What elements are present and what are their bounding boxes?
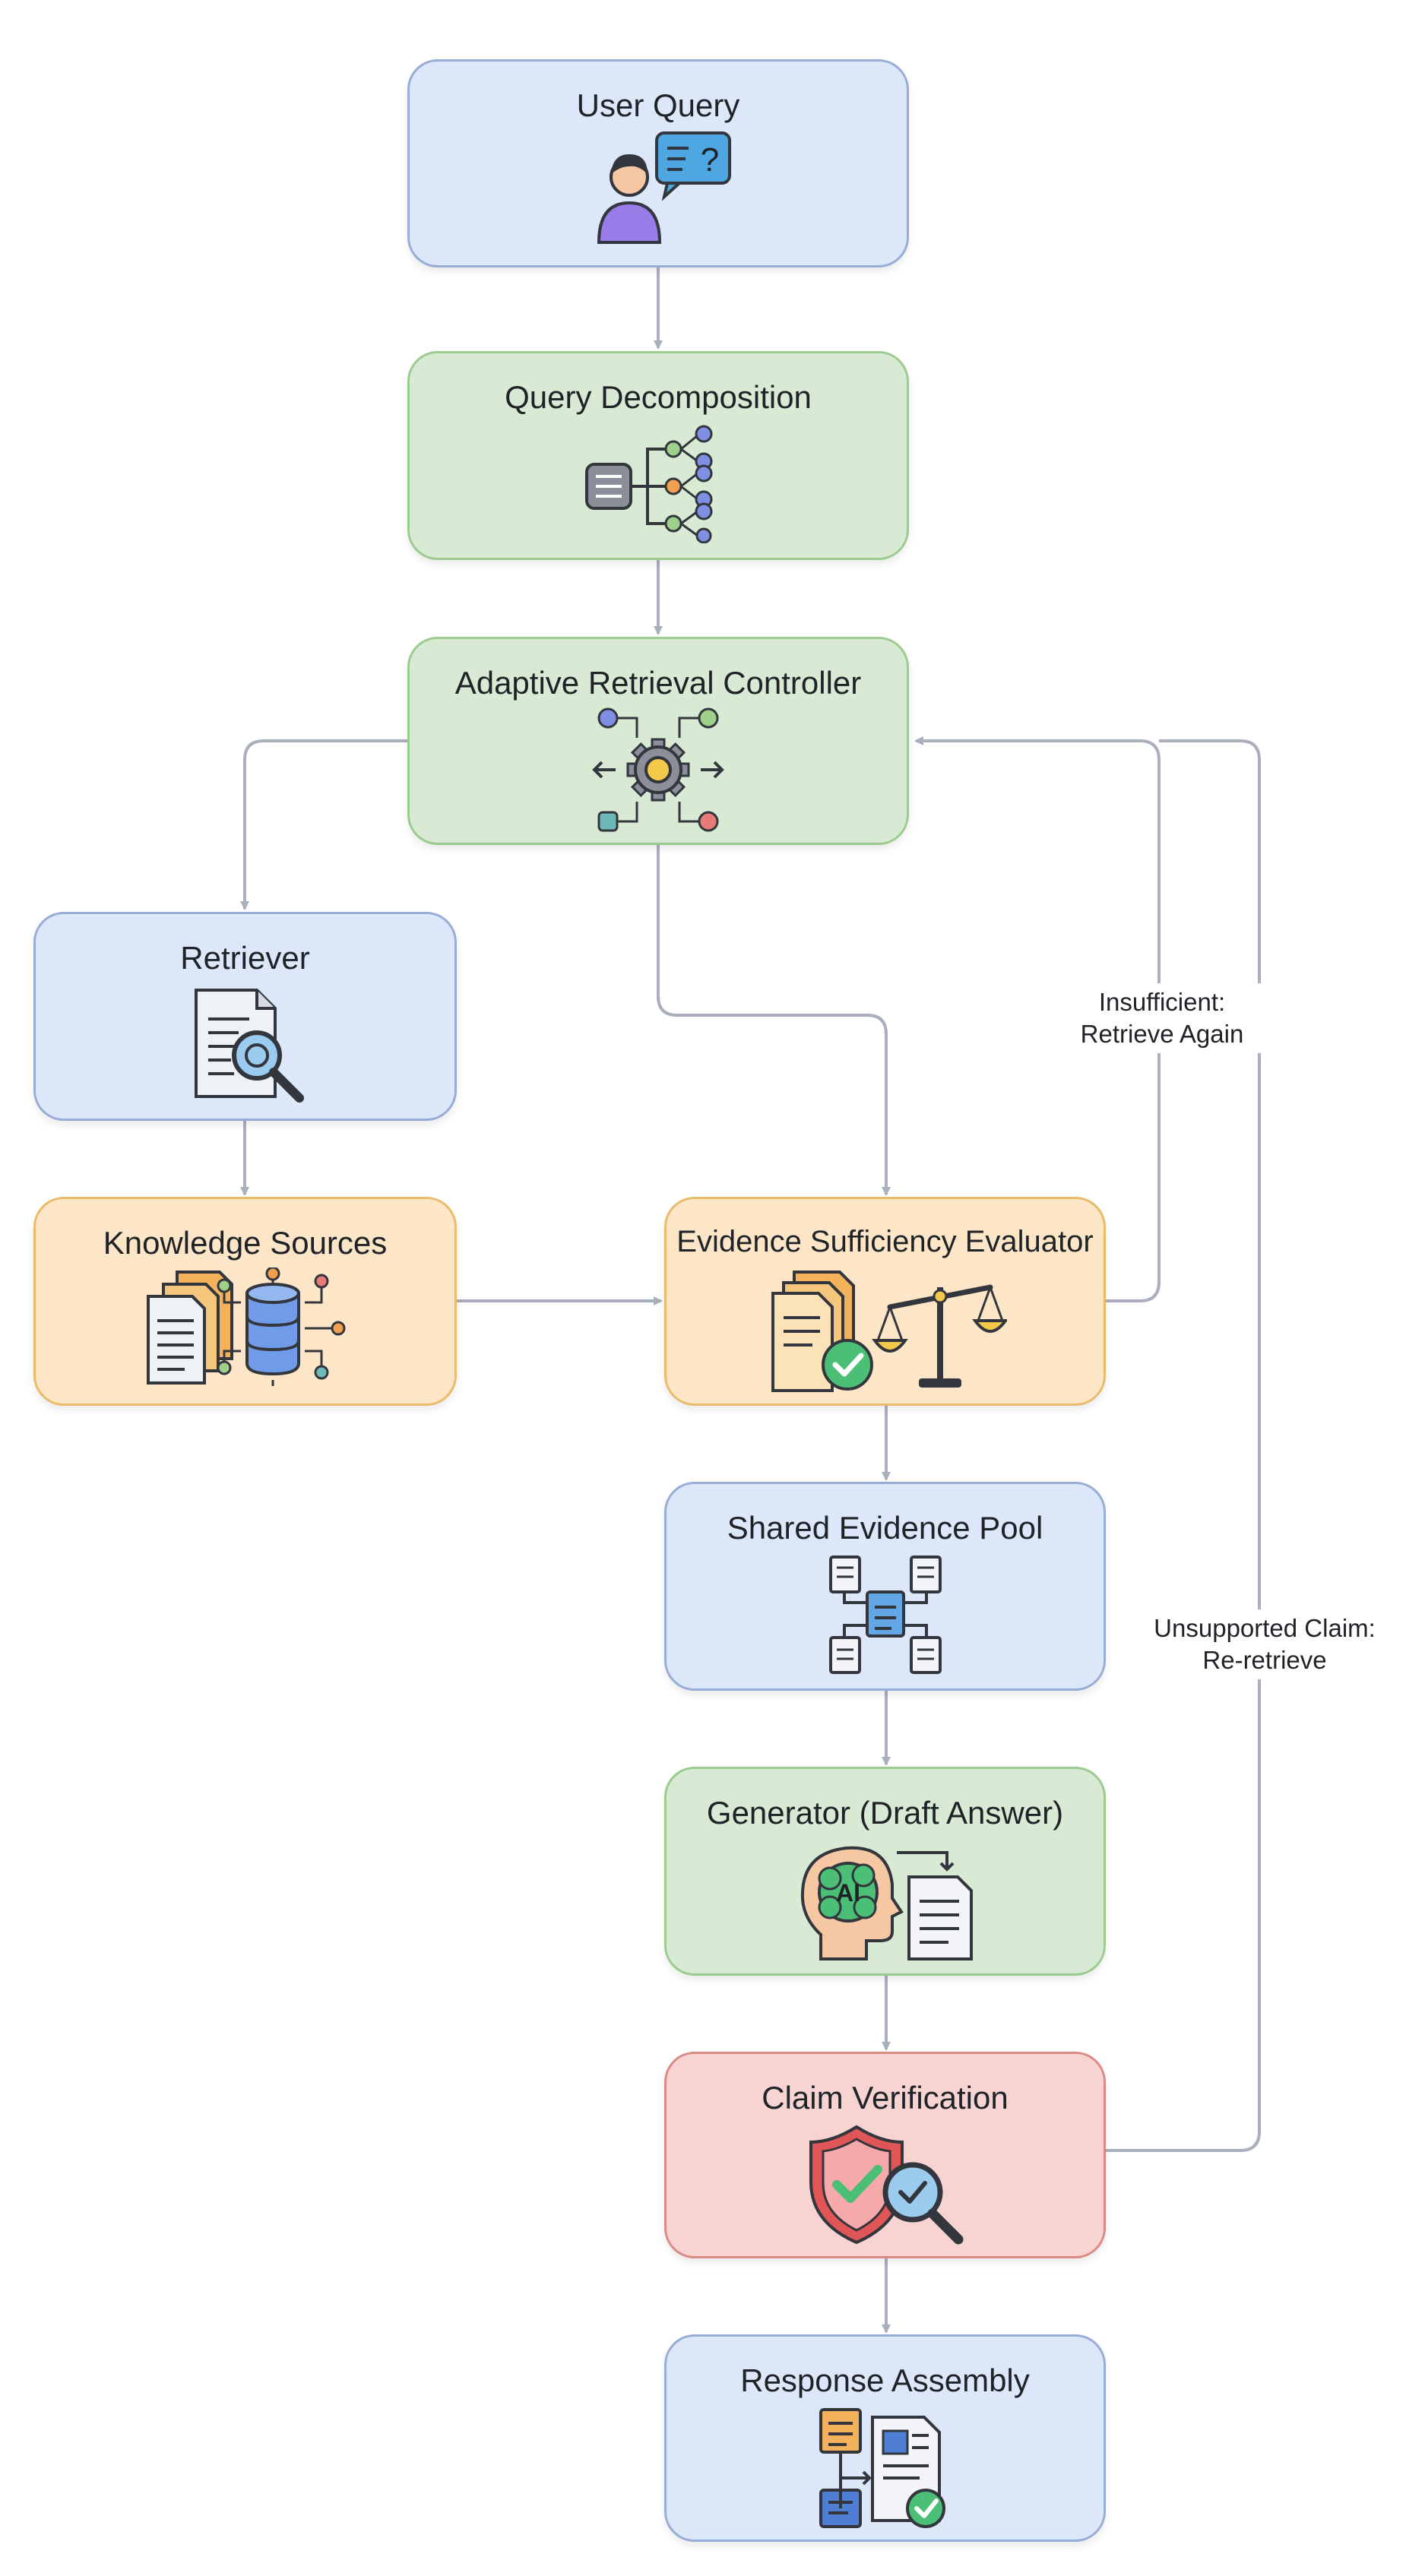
response-assembly-title: Response Assembly: [740, 2362, 1030, 2398]
response-assembly-icon: [819, 2408, 945, 2528]
adaptive-retrieval-controller-node[interactable]: Adaptive Retrieval Controller: [407, 637, 909, 845]
query-decomposition-title: Query Decomposition: [505, 379, 812, 415]
generator-title: Generator (Draft Answer): [706, 1795, 1064, 1831]
document-search-icon: [194, 989, 304, 1103]
ai-glyph: AI: [836, 1879, 860, 1907]
retriever-title: Retriever: [180, 940, 310, 976]
gear-controller-icon: [592, 707, 724, 832]
ai-brain-document-icon: AI: [800, 1846, 973, 1960]
user-query-title: User Query: [576, 87, 740, 123]
claim-verification-title: Claim Verification: [762, 2080, 1009, 2116]
unsupported-label-line1: Unsupported Claim:: [1154, 1614, 1376, 1642]
retriever-node[interactable]: Retriever: [33, 912, 457, 1121]
unsupported-label-line2: Re-retrieve: [1202, 1646, 1327, 1674]
query-decomposition-node[interactable]: Query Decomposition: [407, 351, 909, 560]
generator-node[interactable]: Generator (Draft Answer) AI: [664, 1767, 1106, 1976]
unsupported-claim-re-retrieve-label: Unsupported Claim: Re-retrieve: [1135, 1609, 1395, 1679]
edge-controller-to-retriever: [240, 739, 407, 910]
edge-controller-to-evaluator: [657, 845, 891, 1196]
question-mark-glyph: ?: [701, 141, 719, 179]
decomposition-tree-icon: [585, 425, 713, 543]
shared-pool-network-icon: [828, 1555, 942, 1674]
evidence-sufficiency-evaluator-title: Evidence Sufficiency Evaluator: [676, 1225, 1094, 1258]
insufficient-retrieve-again-label: Insufficient: Retrieve Again: [1060, 983, 1264, 1053]
response-assembly-node[interactable]: Response Assembly: [664, 2334, 1106, 2542]
knowledge-sources-node[interactable]: Knowledge Sources: [33, 1197, 457, 1406]
claim-verification-node[interactable]: Claim Verification: [664, 2052, 1106, 2258]
adaptive-retrieval-controller-title: Adaptive Retrieval Controller: [454, 665, 862, 701]
user-query-node[interactable]: User Query ?: [407, 59, 909, 267]
shared-evidence-pool-node[interactable]: Shared Evidence Pool: [664, 1482, 1106, 1691]
evidence-scale-icon: [771, 1271, 1007, 1392]
shield-check-magnifier-icon: [809, 2125, 963, 2245]
insufficient-label-line2: Retrieve Again: [1080, 1020, 1244, 1048]
user-question-icon: ?: [597, 131, 731, 244]
evidence-sufficiency-evaluator-node[interactable]: Evidence Sufficiency Evaluator: [664, 1197, 1106, 1406]
insufficient-label-line1: Insufficient:: [1098, 988, 1226, 1016]
knowledge-sources-title: Knowledge Sources: [103, 1225, 388, 1261]
shared-evidence-pool-title: Shared Evidence Pool: [727, 1510, 1043, 1546]
documents-database-icon: [146, 1267, 345, 1386]
edge-claim-verification-unsupported-loop: [1106, 739, 1261, 2152]
